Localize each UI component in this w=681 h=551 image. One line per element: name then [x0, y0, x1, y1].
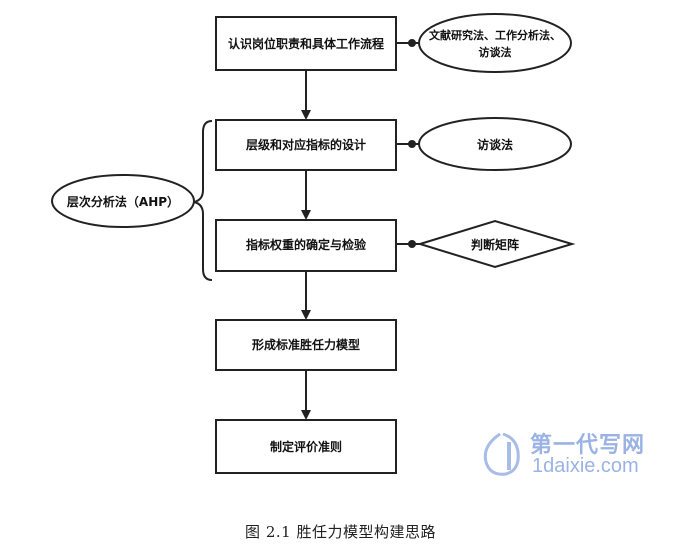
connector-dot-s2	[408, 140, 416, 148]
method-1-line-1: 文献研究法、工作分析法、	[429, 28, 561, 42]
method-ellipse-2: 访谈法	[418, 117, 572, 171]
group-brace	[193, 120, 213, 281]
method-3-line-1: 判断矩阵	[471, 237, 519, 252]
step-label-2: 层级和对应指标的设计	[246, 137, 366, 152]
connector-dot-s1	[408, 39, 416, 47]
method-diamond-3: 判断矩阵	[416, 219, 576, 269]
method-ellipse-1: 文献研究法、工作分析法、 访谈法	[418, 13, 572, 73]
step-box-1: 认识岗位职责和具体工作流程	[215, 16, 397, 71]
step-label-5: 制定评价准则	[270, 439, 342, 454]
step-label-4: 形成标准胜任力模型	[252, 337, 360, 352]
step-label-3: 指标权重的确定与检验	[246, 237, 367, 252]
group-label: 层次分析法（AHP）	[67, 194, 179, 209]
method-2-line-1: 访谈法	[477, 137, 513, 152]
watermark-text-cn: 第一代写网	[530, 433, 646, 458]
method-1-line-2: 访谈法	[479, 45, 512, 59]
group-ellipse-ahp: 层次分析法（AHP）	[51, 174, 195, 228]
connector-dot-s3	[408, 240, 416, 248]
watermark-logo-icon	[483, 432, 520, 476]
figure-caption: 图 2.1 胜任力模型构建思路	[245, 523, 436, 541]
step-box-2: 层级和对应指标的设计	[215, 119, 397, 171]
step-box-3: 指标权重的确定与检验	[215, 219, 397, 272]
watermark-text-en: 1daixie.com	[532, 455, 639, 477]
step-box-4: 形成标准胜任力模型	[215, 319, 397, 371]
step-box-5: 制定评价准则	[215, 419, 397, 474]
step-label-1: 认识岗位职责和具体工作流程	[228, 36, 384, 51]
